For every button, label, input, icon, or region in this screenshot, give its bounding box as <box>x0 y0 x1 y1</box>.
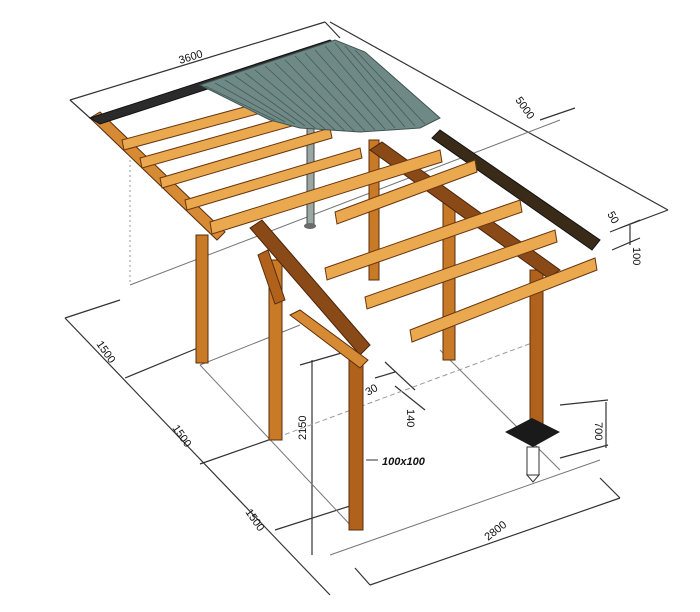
dim-bay-3: 1500 <box>243 507 267 534</box>
rafters <box>121 99 598 343</box>
post-footing <box>505 418 560 483</box>
dim-brace-30: 30 <box>364 382 381 399</box>
dim-top-width: 3600 <box>177 48 204 67</box>
corrugated-roof <box>198 39 441 133</box>
beams <box>88 39 601 369</box>
dim-rafter-100: 100 <box>630 247 642 265</box>
dim-footing-depth: 700 <box>592 422 604 440</box>
dim-post-section: 100x100 <box>382 456 426 468</box>
dim-top-depth: 5000 <box>513 95 537 122</box>
dim-post-height: 2150 <box>297 416 309 440</box>
dim-base-width: 2800 <box>482 519 509 544</box>
dim-bay-2: 1500 <box>170 423 194 450</box>
dim-brace-140: 140 <box>404 409 416 427</box>
dim-rafter-50: 50 <box>604 210 621 227</box>
dimension-lines <box>64 21 669 596</box>
